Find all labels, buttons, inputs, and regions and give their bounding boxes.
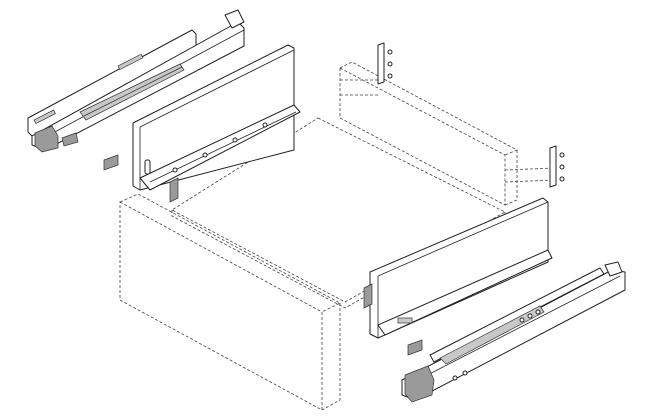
right-runner — [401, 261, 626, 403]
back-panel — [339, 61, 556, 206]
left-clip-strip — [169, 177, 179, 203]
back-bracket-right — [549, 145, 565, 188]
left-front-clip — [103, 154, 119, 171]
left-runner — [27, 9, 245, 153]
left-runner-label — [117, 53, 144, 71]
right-wall-label — [397, 317, 413, 324]
left-wall-slot — [144, 159, 151, 175]
right-locking-device — [404, 365, 435, 403]
front-panel — [119, 193, 341, 411]
right-clip-strip — [363, 283, 373, 309]
right-side-wall — [363, 197, 553, 339]
left-locking-device — [34, 125, 59, 153]
right-front-clip — [407, 339, 423, 356]
left-side-wall — [132, 44, 301, 203]
back-bracket-left — [377, 42, 393, 85]
